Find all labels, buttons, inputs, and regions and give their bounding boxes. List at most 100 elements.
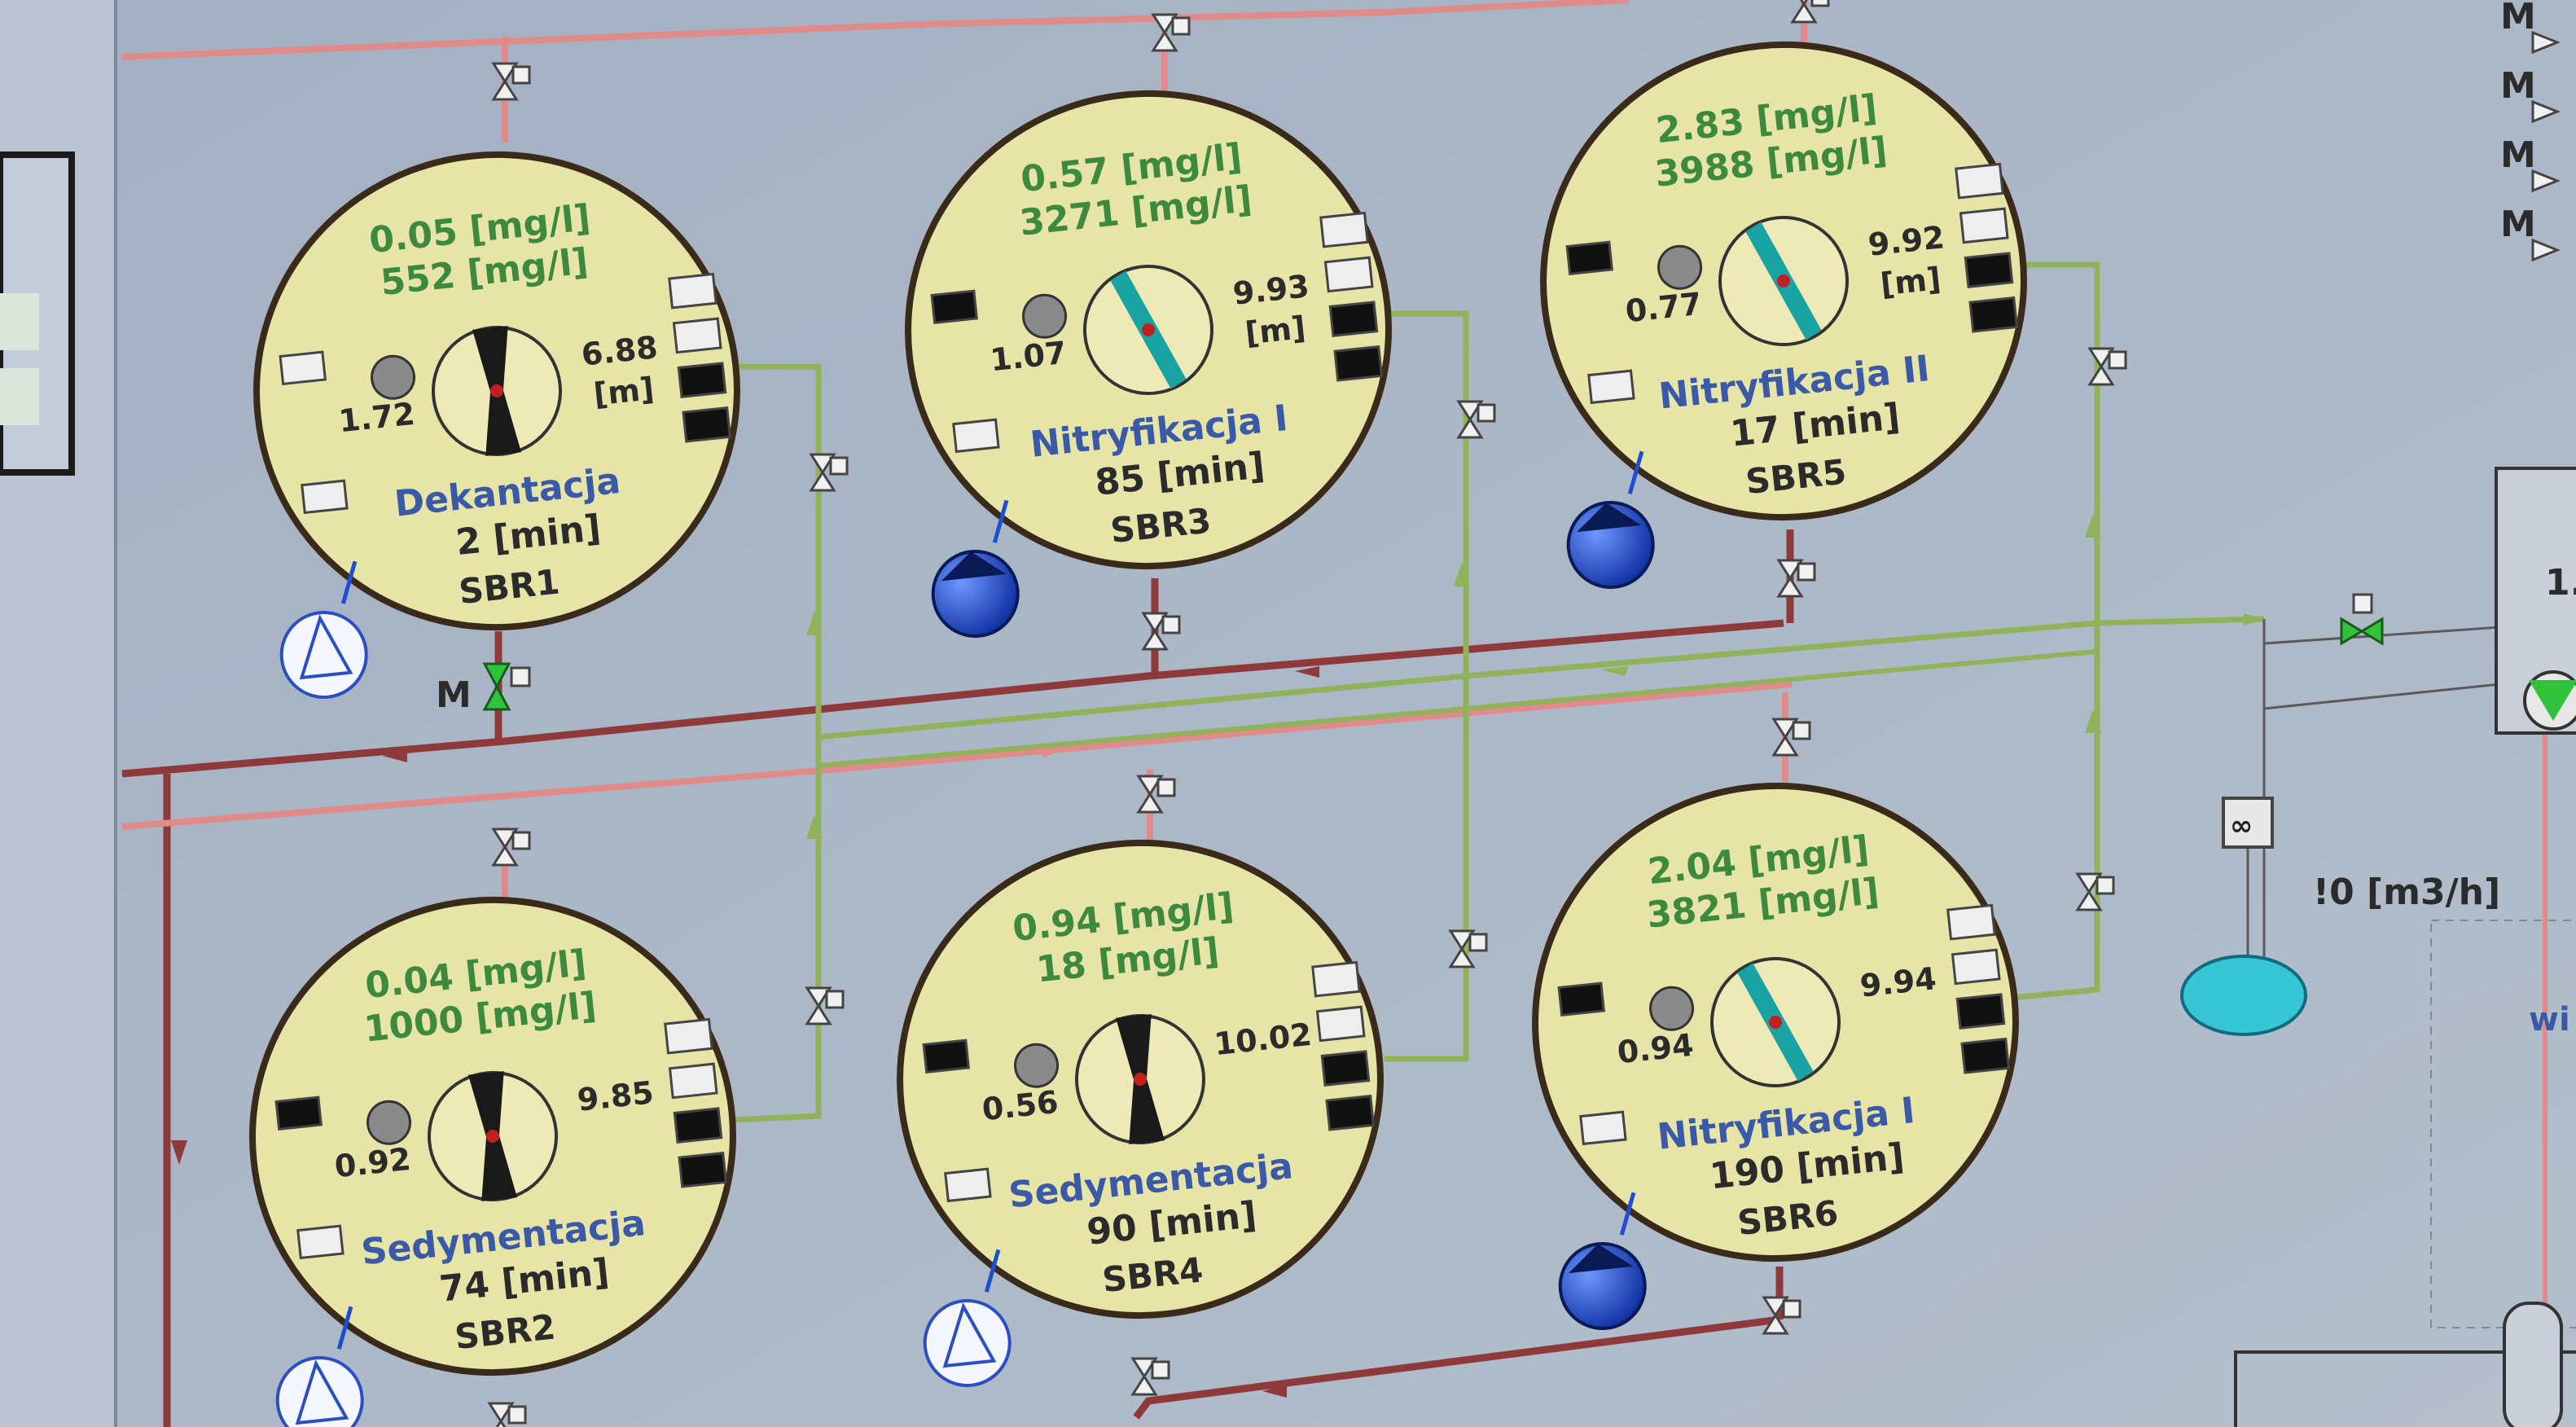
pump-sbr5[interactable] — [1559, 450, 1657, 591]
level-bar-square — [1955, 162, 2004, 200]
bottom-right-vessel — [2503, 1302, 2563, 1427]
status-indicator — [1022, 293, 1068, 339]
level-bar-square — [1964, 252, 2014, 288]
motor-legend: M M M M — [2500, 0, 2561, 262]
level-bar-square — [682, 406, 732, 443]
rotor-hub — [490, 384, 503, 397]
level-value: 9.94 — [1858, 960, 1938, 1004]
indicator-square[interactable] — [1579, 1110, 1627, 1146]
tank-group: 0.05 [mg/l]552 [mg/l]1.726.88[m]Dekantac… — [227, 21, 2052, 1427]
pump-head — [941, 551, 1007, 582]
indicator-square[interactable] — [952, 418, 1000, 454]
level-bar-square — [678, 1151, 728, 1188]
status-indicator — [366, 1100, 412, 1145]
indicator-square[interactable] — [922, 1038, 971, 1074]
indicator-square[interactable] — [944, 1167, 992, 1203]
level-bar-square — [1960, 1037, 2011, 1074]
tank-sbr2[interactable]: 0.04 [mg/l]1000 [mg/l]0.929.85Sedymentac… — [227, 876, 761, 1427]
tank-sbr5[interactable]: 2.83 [mg/l]3988 [mg/l]0.779.92[m]Nitryfi… — [1518, 21, 2052, 591]
status-indicator — [1014, 1043, 1060, 1088]
rotor-hub — [1777, 274, 1790, 288]
level-value: 9.93 — [1231, 268, 1311, 312]
level-bar-square — [1968, 296, 2019, 333]
level-bar-square — [1951, 948, 2001, 986]
motor-valve[interactable]: M — [436, 662, 531, 716]
flow-valve[interactable] — [2340, 593, 2384, 646]
level-value: 6.88 — [580, 329, 660, 373]
legend-m-2: M — [2500, 65, 2536, 107]
effluent-tank — [2180, 955, 2307, 1036]
level-value: 9.92 — [1867, 219, 1946, 263]
indicator-square[interactable] — [274, 1095, 323, 1131]
left-value: 1.07 — [989, 335, 1069, 379]
motor-label: M — [436, 674, 472, 716]
level-unit: [m] — [592, 371, 656, 413]
left-value: 0.92 — [333, 1141, 413, 1185]
tank-sbr1[interactable]: 0.05 [mg/l]552 [mg/l]1.726.88[m]Dekantac… — [231, 131, 766, 701]
pump-sbr1[interactable] — [272, 560, 370, 701]
pump-sbr6[interactable] — [1551, 1192, 1648, 1333]
status-indicator — [371, 354, 416, 400]
tank-sbr4[interactable]: 0.94 [mg/l]18 [mg/l]0.5610.02Sedymentacj… — [875, 819, 1409, 1390]
pump-head — [1576, 503, 1642, 533]
level-bar-square — [672, 317, 722, 354]
status-indicator — [1649, 986, 1695, 1031]
flow-meter[interactable]: ∞ — [2222, 797, 2274, 849]
legend-m-1: M — [2500, 0, 2536, 37]
pump-sbr3[interactable] — [924, 499, 1021, 640]
infinity-icon: ∞ — [2230, 810, 2253, 842]
level-bar-square — [1320, 1050, 1371, 1087]
indicator-square[interactable] — [301, 479, 349, 515]
cut-label: wi — [2529, 1001, 2570, 1038]
level-bar-square — [1311, 960, 1361, 998]
pump-head — [1568, 1244, 1634, 1274]
level-bar-square — [1319, 211, 1369, 248]
indicator-square[interactable] — [930, 289, 979, 325]
level-unit: [m] — [1879, 261, 1943, 303]
level-value: 9.85 — [576, 1074, 656, 1118]
pump-head — [299, 614, 353, 680]
pump-sbr4[interactable] — [915, 1249, 1013, 1390]
pump-head — [295, 1359, 349, 1425]
level-bar-square — [1946, 903, 1996, 941]
pump-sbr2[interactable] — [268, 1306, 366, 1427]
indicator-square[interactable] — [1565, 240, 1614, 276]
pump-head — [942, 1302, 997, 1368]
rotor-hub — [1769, 1016, 1782, 1029]
indicator-square[interactable] — [1557, 981, 1606, 1017]
level-unit: [m] — [1244, 310, 1308, 352]
level-bar-square — [668, 1062, 718, 1100]
level-bar-square — [1959, 207, 2009, 244]
level-bar-square — [664, 1017, 713, 1055]
right-panel-value: 1. — [2545, 562, 2576, 604]
rotor-hub — [1142, 323, 1155, 336]
bottom-right-box — [2234, 1350, 2576, 1427]
status-indicator — [1657, 244, 1703, 290]
tank-sbr6[interactable]: 2.04 [mg/l]3821 [mg/l]0.949.94Nitryfikac… — [1510, 762, 2044, 1333]
rotor-hub — [1134, 1073, 1147, 1086]
level-bar-square — [1315, 1005, 1366, 1043]
legend-m-3: M — [2500, 134, 2536, 176]
left-value: 1.72 — [337, 396, 417, 440]
level-bar-square — [677, 362, 727, 398]
level-bar-square — [1325, 1094, 1376, 1131]
level-bar-square — [1333, 345, 1384, 382]
legend-m-4: M — [2500, 204, 2536, 245]
left-value: 0.77 — [1624, 286, 1704, 330]
indicator-square[interactable] — [296, 1224, 344, 1260]
rotor-hub — [486, 1130, 499, 1143]
indicator-square[interactable] — [279, 350, 327, 386]
tank-sbr3[interactable]: 0.57 [mg/l]3271 [mg/l]1.079.93[m]Nitryfi… — [883, 70, 1417, 640]
indicator-square[interactable] — [1587, 369, 1635, 405]
side-check-2[interactable] — [0, 368, 39, 425]
left-value: 0.56 — [981, 1084, 1060, 1128]
level-bar-square — [1328, 301, 1379, 337]
flow-reading: !0 [m3/h] — [2313, 872, 2500, 913]
side-check-1[interactable] — [0, 293, 39, 350]
level-bar-square — [1955, 993, 2006, 1030]
level-bar-square — [673, 1107, 723, 1144]
left-value: 0.94 — [1616, 1027, 1696, 1071]
level-bar-square — [1323, 256, 1374, 293]
level-bar-square — [668, 272, 718, 310]
